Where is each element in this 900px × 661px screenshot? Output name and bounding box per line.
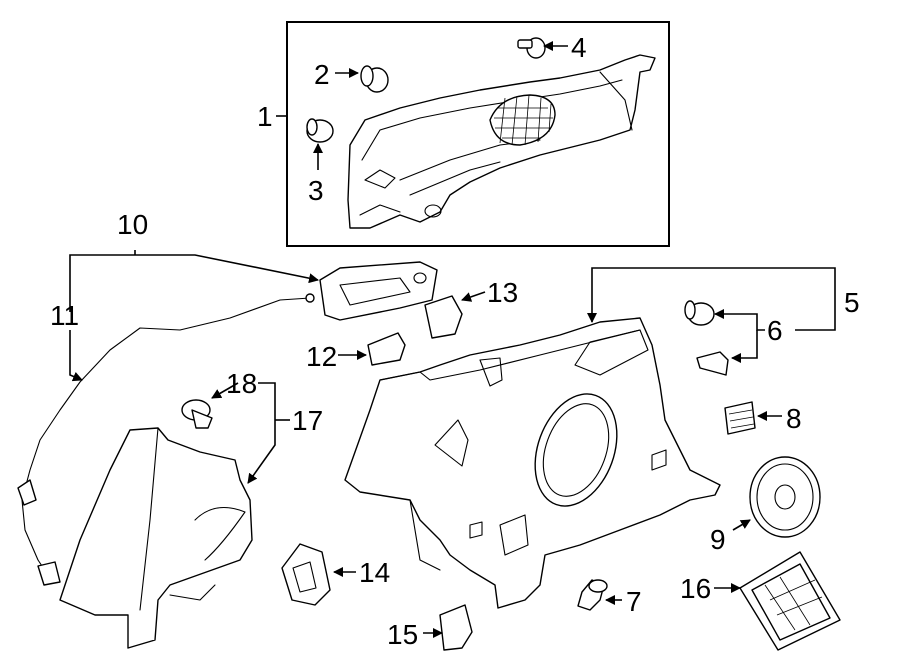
callout-14: 14	[359, 557, 390, 588]
side-trim-panel-part-17	[59, 427, 253, 649]
cap-part-12	[367, 332, 406, 366]
callout-9: 9	[710, 524, 726, 555]
callout-10: 10	[117, 209, 148, 240]
callout-2: 2	[314, 59, 330, 90]
callout-1: 1	[257, 101, 273, 132]
leader-lines	[69, 41, 836, 638]
callout-8: 8	[786, 403, 802, 434]
upper-trim-group-box	[286, 21, 670, 247]
lower-quarter-trim-panel	[344, 317, 721, 609]
cover-disc-part-9	[749, 456, 821, 538]
handle-bezel-part-14	[281, 543, 331, 606]
callout-12: 12	[306, 341, 337, 372]
push-pin-part-7	[577, 579, 608, 611]
vent-part-8	[724, 401, 756, 435]
cap-part-13	[424, 295, 463, 339]
callout-labels: 1 2 3 4 5 6 7 8 9 10 11 12 13 14 15 16 1…	[50, 32, 860, 650]
callout-6: 6	[767, 315, 783, 346]
release-cable-part-11	[17, 293, 315, 586]
callout-15: 15	[387, 619, 418, 650]
clip-part-6	[684, 300, 729, 376]
callout-18: 18	[226, 368, 257, 399]
callout-5: 5	[844, 287, 860, 318]
clip-part-3	[306, 118, 334, 143]
release-handle-part-10	[319, 261, 438, 321]
cap-part-15	[439, 604, 473, 651]
callout-17: 17	[292, 405, 323, 436]
callout-11: 11	[50, 300, 79, 331]
callout-3: 3	[308, 175, 324, 206]
clip-part-4	[517, 37, 546, 59]
callout-16: 16	[680, 573, 711, 604]
clip-part-2	[360, 65, 389, 93]
grille-mesh	[489, 94, 556, 146]
vent-grille-part-16	[739, 551, 841, 651]
callout-4: 4	[571, 32, 587, 63]
upper-quarter-trim-panel	[347, 54, 656, 229]
callout-7: 7	[626, 586, 642, 617]
clip-part-18	[181, 399, 213, 429]
callout-13: 13	[487, 277, 518, 308]
